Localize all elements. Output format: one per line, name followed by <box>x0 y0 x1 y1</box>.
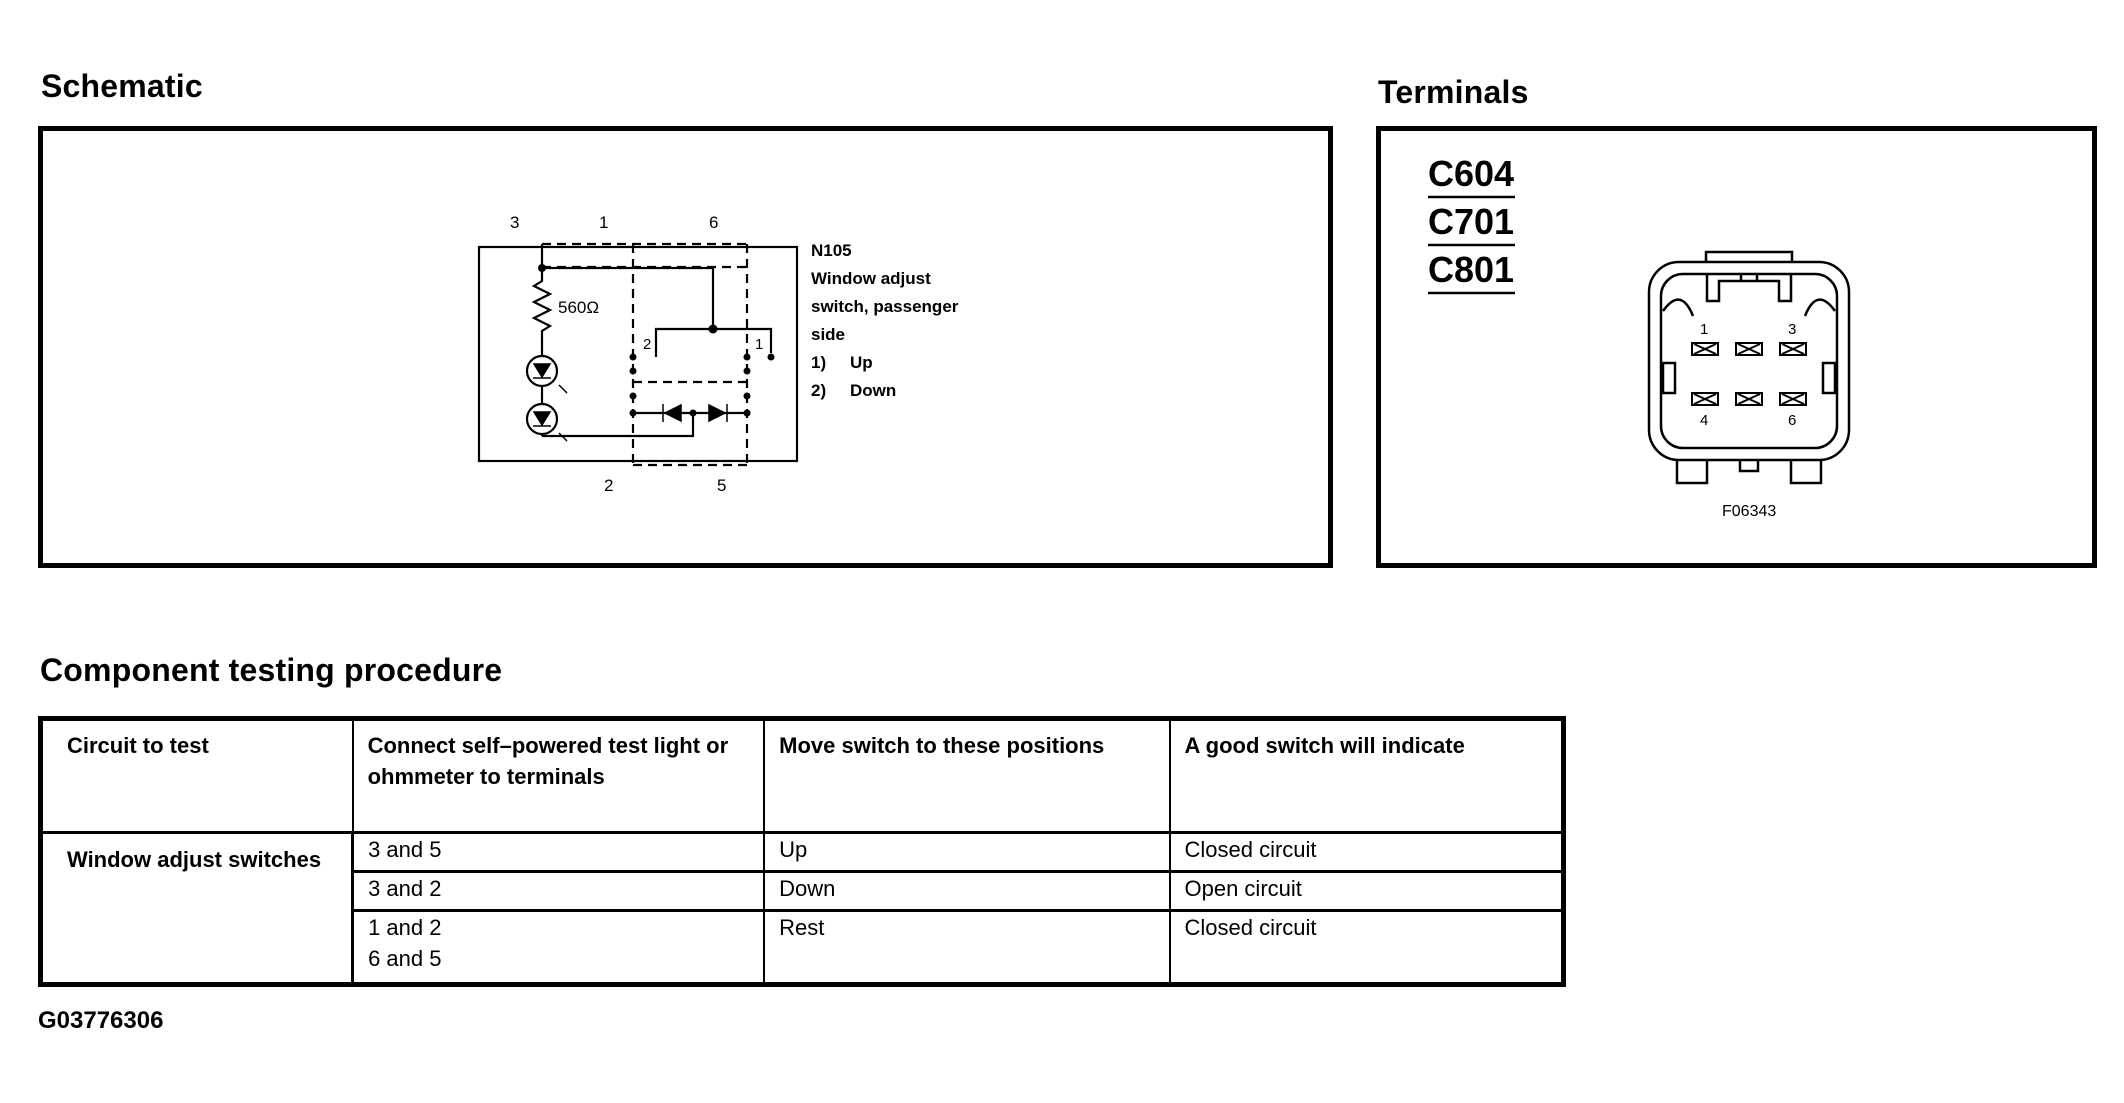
pin-label: 6 <box>709 213 718 232</box>
terminals-heading: Terminals <box>1378 74 1529 110</box>
column-header: A good switch will indicate <box>1168 717 1565 834</box>
pin-number: 4 <box>1700 412 1708 429</box>
connector-id: C604 <box>1428 153 1514 194</box>
pin-number: 6 <box>1788 412 1796 429</box>
terminals-cell: 1 and 2 6 and 5 <box>351 909 766 986</box>
position-cell: Down <box>763 870 1171 912</box>
result-cell: Closed circuit <box>1168 909 1565 986</box>
component-id: N105 <box>811 241 852 260</box>
schematic-heading: Schematic <box>41 68 203 104</box>
figure-code: G03776306 <box>38 1007 164 1034</box>
position-cell: Rest <box>763 909 1171 986</box>
terminals-figure-code: F06343 <box>1722 503 1776 520</box>
terminals-cell: 3 and 5 <box>351 831 766 873</box>
connector-diagram: C604 C701 C801 <box>1428 153 1851 520</box>
resistor <box>531 271 553 343</box>
connector-id: C701 <box>1428 201 1514 242</box>
connector-outline <box>1647 250 1851 485</box>
position-number: 1) <box>811 353 826 372</box>
pin-label: 1 <box>599 213 608 232</box>
connector-id: C801 <box>1428 249 1514 290</box>
pin-cavities <box>1691 342 1807 406</box>
table-header-row: Circuit to test Connect self–powered tes… <box>39 717 1565 834</box>
schematic-diagram: 3 1 6 2 5 560Ω 2 1 N105 Window adjust sw… <box>477 213 959 495</box>
diode-right <box>708 403 727 423</box>
circuit-cell: Window adjust switches <box>39 831 355 986</box>
description-line: Window adjust <box>811 269 931 288</box>
terminals-cell: 3 and 2 <box>351 870 766 912</box>
position-cell: Up <box>763 831 1171 873</box>
column-header: Circuit to test <box>39 717 354 834</box>
table-row: Window adjust switches 3 and 5 Up Closed… <box>39 831 1565 986</box>
position-label: Up <box>850 353 873 372</box>
pin-label: 5 <box>717 476 726 495</box>
top-wire <box>542 266 715 329</box>
table-row: 1 and 2 6 and 5 Rest Closed circuit <box>41 909 1565 986</box>
position-number: 2) <box>811 381 826 400</box>
schematic-panel: 3 1 6 2 5 560Ω 2 1 N105 Window adjust sw… <box>38 126 1333 568</box>
column-header: Move switch to these positions <box>763 717 1171 834</box>
position-label: Down <box>850 381 896 400</box>
switch-body <box>477 245 799 463</box>
procedure-table: Circuit to test Connect self–powered tes… <box>38 716 1566 987</box>
contact-label: 1 <box>755 336 763 353</box>
terminals-panel: C604 C701 C801 <box>1376 126 2097 568</box>
description-line: switch, passenger <box>811 297 959 316</box>
diode-left <box>663 403 682 423</box>
pin-number: 1 <box>1700 321 1708 338</box>
description-line: side <box>811 325 845 344</box>
pin-label: 3 <box>510 213 519 232</box>
procedure-heading: Component testing procedure <box>40 652 503 688</box>
table-row: 3 and 2 Down Open circuit <box>41 870 1565 912</box>
column-header: Connect self–powered test light or ohmme… <box>351 717 766 834</box>
contact-label: 2 <box>643 336 651 353</box>
resistor-label: 560Ω <box>558 298 599 317</box>
result-cell: Open circuit <box>1168 870 1565 912</box>
pin-label: 2 <box>604 476 613 495</box>
pin-number: 3 <box>1788 321 1796 338</box>
result-cell: Closed circuit <box>1168 831 1565 873</box>
